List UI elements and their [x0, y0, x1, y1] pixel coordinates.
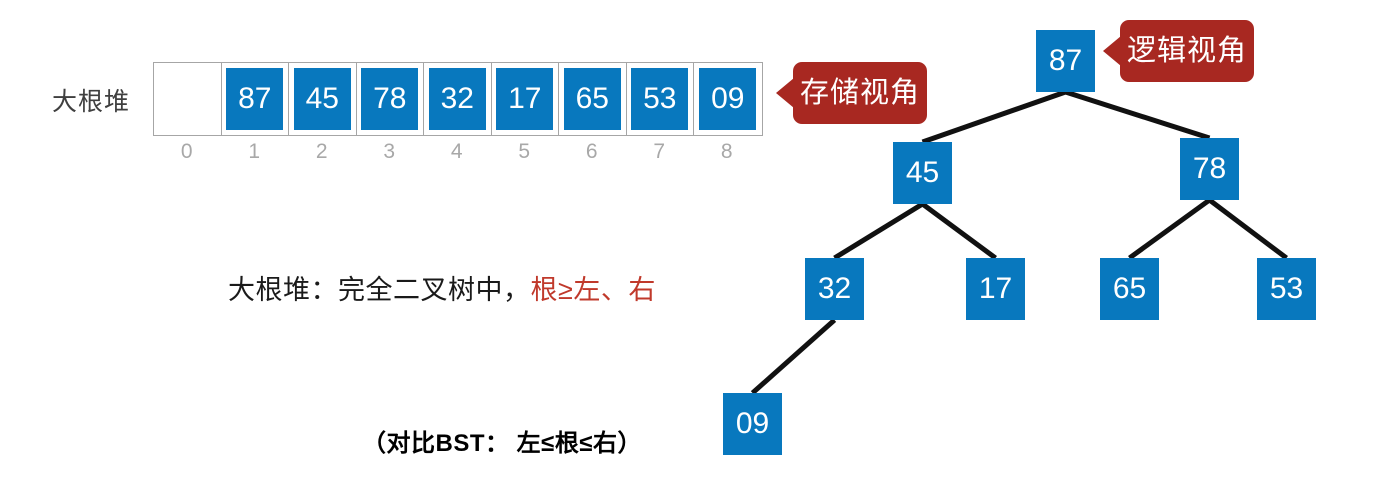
- tree-node-87: 87: [1036, 30, 1095, 92]
- callout-tail-icon: [776, 78, 794, 108]
- array-cell-value: 32: [428, 68, 486, 130]
- tree-node-78: 78: [1180, 138, 1239, 200]
- tree-node-45: 45: [893, 142, 952, 204]
- array-cell-0: [154, 63, 222, 135]
- array-index-1: 1: [248, 140, 261, 163]
- array-cell-4: 32: [424, 63, 492, 135]
- array-index-2: 2: [315, 140, 328, 163]
- tree-edge-45-17: [921, 201, 997, 261]
- array-cell-value: 87: [226, 68, 284, 130]
- caption-main-highlight: 根≥左、右: [530, 275, 656, 305]
- callout-storage-label: 存储视角: [799, 76, 920, 109]
- callout-logic-label: 逻辑视角: [1126, 34, 1247, 67]
- callout-logic-view: 逻辑视角: [1103, 20, 1254, 82]
- array-cell-value: 78: [361, 68, 419, 130]
- caption-main: 大根堆：完全二叉树中，根≥左、右: [228, 268, 656, 307]
- array-cell-2: 45: [289, 63, 357, 135]
- array-cell-6: 65: [559, 63, 627, 135]
- array-index-6: 6: [585, 140, 598, 163]
- array-cell-7: 53: [627, 63, 694, 135]
- tree-node-65: 65: [1100, 258, 1159, 320]
- array-index-7: 7: [653, 140, 666, 163]
- tree-node-09: 09: [723, 393, 782, 455]
- array-cell-value: 53: [631, 68, 689, 130]
- caption-main-plain: 大根堆：完全二叉树中，: [228, 275, 531, 305]
- array-cell-3: 78: [357, 63, 424, 135]
- caption-sub: （对比BST： 左≤根≤右）: [362, 430, 643, 457]
- array-label: 大根堆: [52, 88, 131, 116]
- tree-node-17: 17: [966, 258, 1025, 320]
- array-index-3: 3: [383, 140, 396, 163]
- callout-storage-view: 存储视角: [776, 62, 927, 124]
- array-cell-value: 17: [496, 68, 554, 130]
- array-cell-1: 87: [222, 63, 289, 135]
- tree-edge-78-65: [1128, 197, 1211, 261]
- array-index-0: 0: [180, 140, 193, 163]
- tree-edge-87-78: [1064, 89, 1211, 141]
- array-index-4: 4: [450, 140, 463, 163]
- tree-edge-45-32: [833, 201, 924, 261]
- array-index-5: 5: [518, 140, 531, 163]
- array-cell-8: 09: [694, 63, 762, 135]
- array-cell-value: 09: [699, 68, 757, 130]
- callout-tail-icon: [1103, 36, 1121, 66]
- tree-node-32: 32: [805, 258, 864, 320]
- array-cell-5: 17: [492, 63, 559, 135]
- tree-node-53: 53: [1257, 258, 1316, 320]
- array-index-row: 0 1 2 3 4 5 6 7 8: [153, 140, 763, 164]
- array-cell-value: 65: [563, 68, 621, 130]
- array-cell-value: 45: [293, 68, 351, 130]
- tree-edge-87-45: [921, 89, 1067, 145]
- array-index-8: 8: [720, 140, 733, 163]
- tree-edge-78-53: [1207, 198, 1289, 260]
- tree-edge-32-09: [750, 318, 837, 395]
